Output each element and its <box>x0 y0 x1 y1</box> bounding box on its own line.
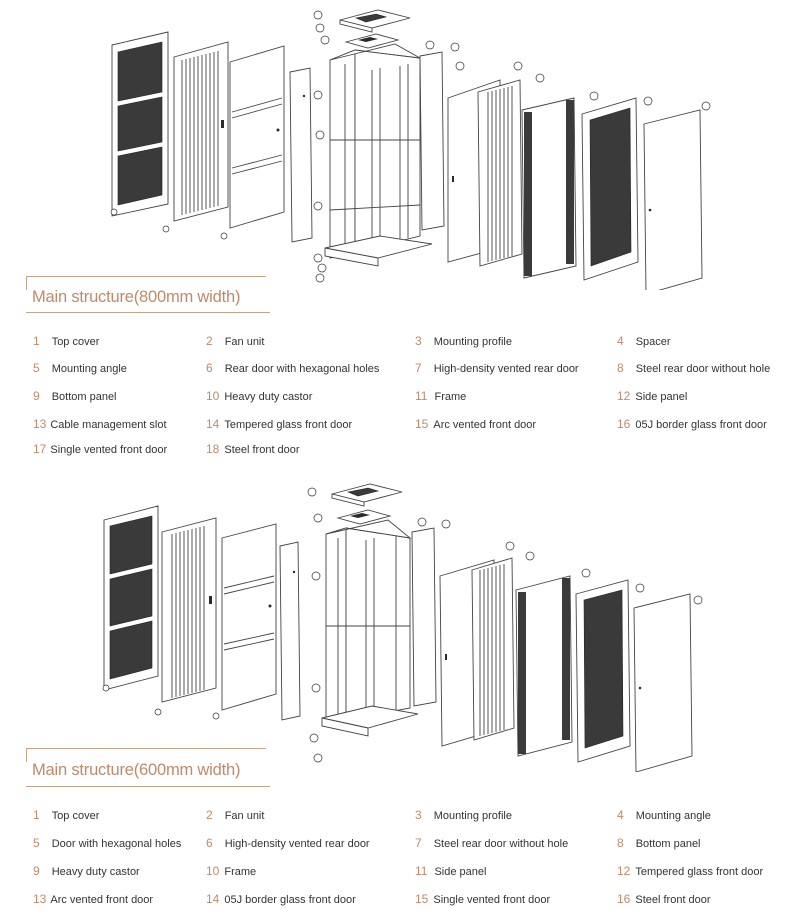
arc-vented-door-drawing <box>477 79 523 267</box>
hex-rear-door-drawing <box>111 31 169 217</box>
steel-rear-door-drawing <box>221 523 277 711</box>
title-underline <box>26 276 266 277</box>
section-title: Main structure(800mm width) <box>32 288 241 306</box>
frame-drawing <box>321 519 419 737</box>
exploded-diagram-600mm <box>102 483 703 772</box>
title-bracket <box>26 276 27 290</box>
side-panel-left-drawing <box>289 67 313 243</box>
title-bracket <box>26 748 27 762</box>
vented-rear-door-drawing <box>173 41 229 222</box>
arc-vented-door-drawing <box>471 557 515 741</box>
top-cover-drawing <box>331 483 403 525</box>
border-glass-door-drawing <box>521 97 577 279</box>
frame-drawing <box>324 43 433 267</box>
border-glass-door-drawing <box>515 575 573 757</box>
top-cover-drawing <box>339 9 411 49</box>
steel-front-door-drawing <box>643 109 703 290</box>
side-panel-right-drawing <box>419 51 445 231</box>
title-bottom-line <box>26 786 270 787</box>
vented-rear-door-drawing <box>161 517 217 703</box>
exploded-diagram-800mm <box>110 9 711 290</box>
side-panel-left-drawing <box>279 541 301 721</box>
title-bottom-line <box>26 312 270 313</box>
callout-markers <box>102 487 703 763</box>
single-vented-door-drawing <box>575 579 631 763</box>
side-panel-right-drawing <box>411 527 437 707</box>
callout-markers <box>110 10 711 283</box>
steel-front-door-drawing <box>633 593 693 772</box>
title-underline <box>26 748 266 749</box>
hex-door-drawing <box>103 505 159 691</box>
section-title: Main structure(600mm width) <box>32 761 241 779</box>
single-vented-door-drawing <box>581 97 639 281</box>
steel-rear-door-drawing <box>229 45 285 229</box>
